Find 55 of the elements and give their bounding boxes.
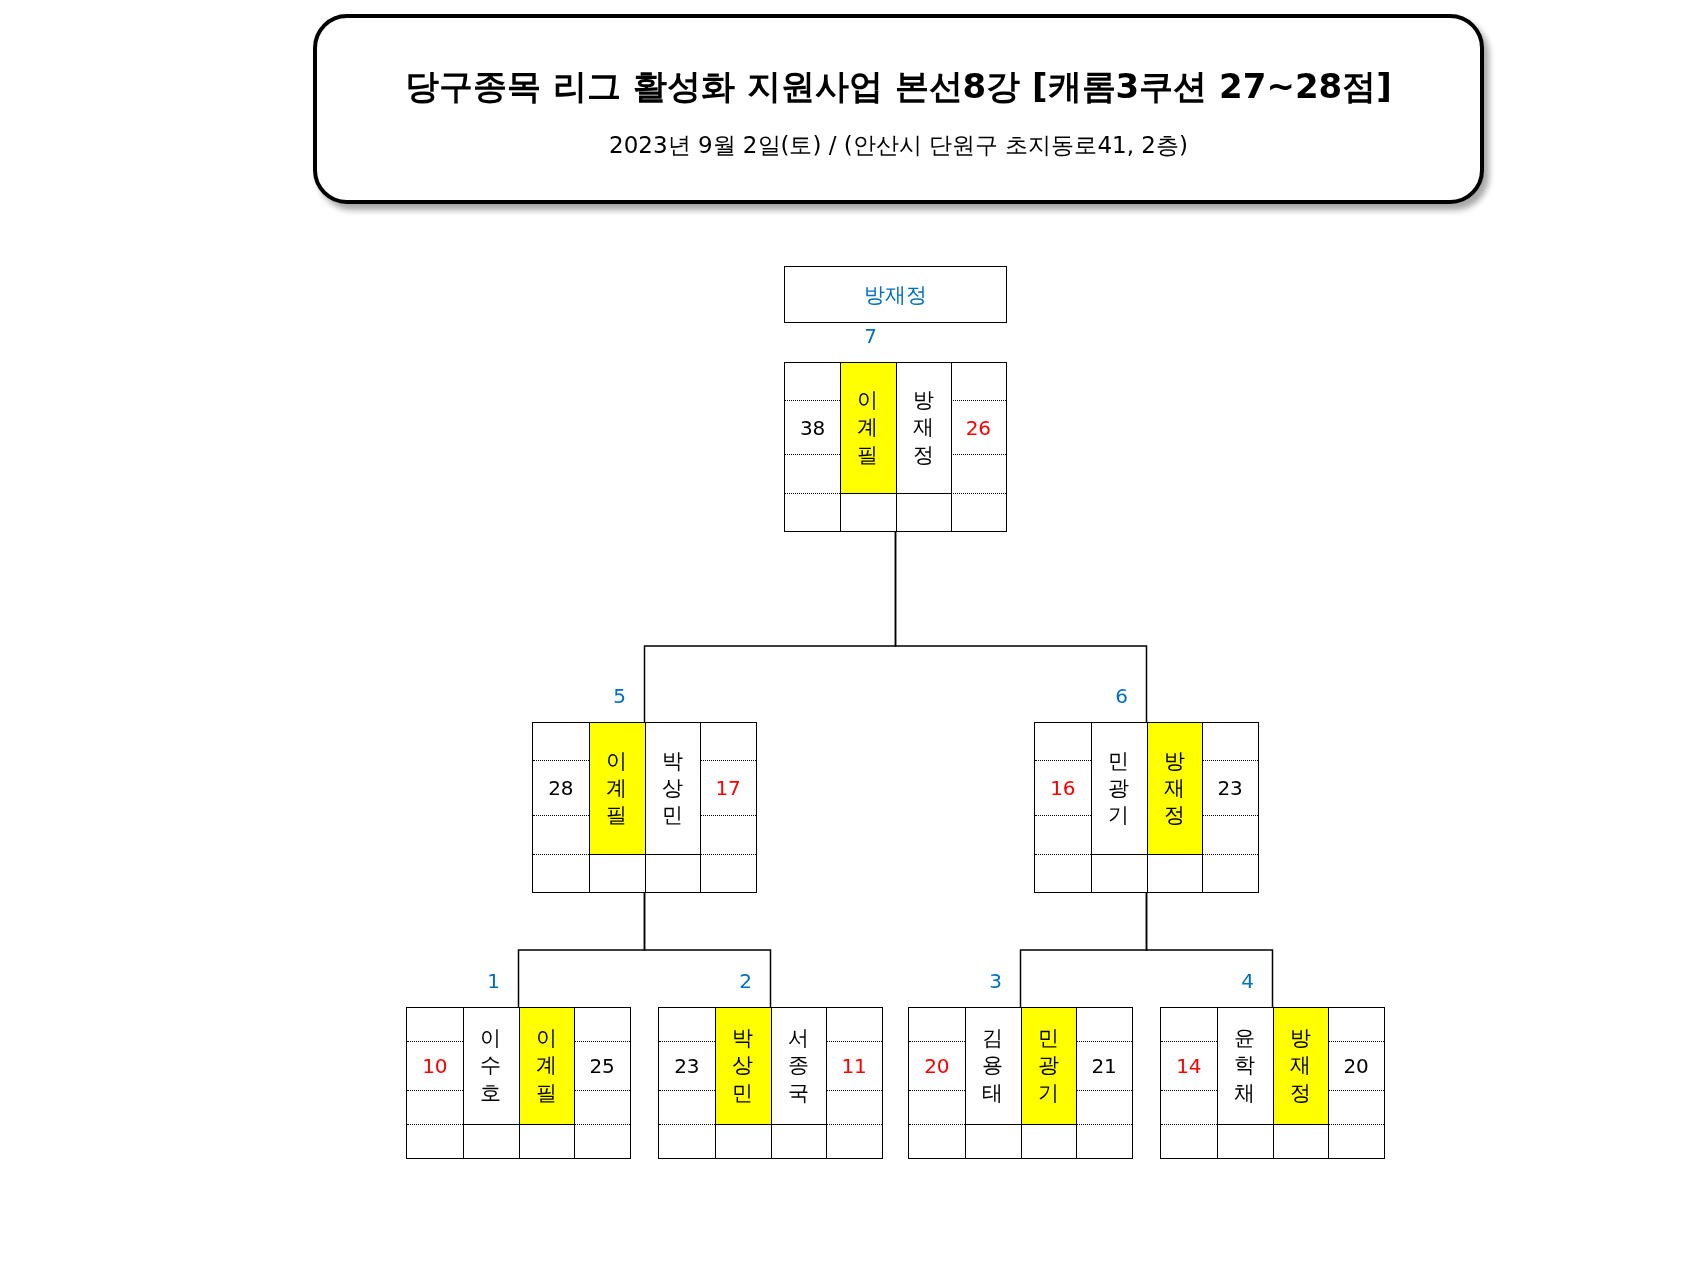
- player-name: 방재정: [912, 387, 934, 469]
- score: 20: [909, 1041, 965, 1091]
- score: 26: [950, 399, 1006, 456]
- subtitle: 2023년 9월 2일(토) / (안산시 단원구 초지동로41, 2층): [608, 131, 1189, 160]
- player-name: 서종국: [787, 1025, 809, 1107]
- player-name: 민광기: [1108, 747, 1130, 830]
- winner-cell: [518, 1008, 575, 1125]
- player-name: 윤학채: [1234, 1025, 1256, 1107]
- champion-box: 방재정: [784, 266, 1007, 323]
- match-number: 5: [613, 684, 626, 708]
- match-table: [532, 722, 757, 893]
- score: 16: [1035, 760, 1091, 816]
- bracket-line: [894, 531, 1148, 723]
- player-name: 박상민: [732, 1025, 754, 1107]
- match-table: [658, 1007, 883, 1159]
- score: 28: [533, 760, 589, 816]
- match-number: 3: [989, 969, 1002, 993]
- winner-cell: [840, 363, 896, 494]
- match-number: 6: [1115, 684, 1128, 708]
- winner-cell: [1146, 723, 1203, 854]
- score: 23: [1202, 760, 1258, 816]
- match-table: [1034, 722, 1259, 893]
- winner-cell: [1020, 1008, 1077, 1125]
- player-name: 이계필: [857, 387, 879, 469]
- score: 11: [826, 1041, 882, 1091]
- player-name: 박상민: [661, 747, 683, 830]
- score: 14: [1161, 1041, 1217, 1091]
- match-table: [784, 362, 1007, 532]
- score: 21: [1076, 1041, 1132, 1091]
- bracket-line: [1145, 892, 1274, 1008]
- score: 10: [407, 1041, 463, 1091]
- winner-cell: [588, 723, 645, 854]
- winner-cell: [714, 1008, 771, 1125]
- winner-cell: [1272, 1008, 1329, 1125]
- match-number: 7: [864, 324, 877, 348]
- bracket-line: [643, 892, 772, 1008]
- match-number: 2: [739, 969, 752, 993]
- match-table: [908, 1007, 1133, 1159]
- player-name: 방재정: [1163, 747, 1185, 830]
- score: 17: [700, 760, 756, 816]
- score: 25: [574, 1041, 630, 1091]
- player-name: 김용태: [982, 1025, 1004, 1107]
- player-name: 민광기: [1037, 1025, 1059, 1107]
- player-name: 방재정: [1289, 1025, 1311, 1107]
- score: 38: [785, 399, 841, 456]
- score: 20: [1328, 1041, 1384, 1091]
- player-name: 이수호: [480, 1025, 502, 1107]
- match-number: 1: [487, 969, 500, 993]
- match-number: 4: [1241, 969, 1254, 993]
- player-name: 이계필: [606, 747, 628, 830]
- title: 당구종목 리그 활성화 지원사업 본선8강 [캐롬3쿠션 27~28점]: [404, 65, 1393, 108]
- player-name: 이계필: [535, 1025, 557, 1107]
- score: 23: [659, 1041, 715, 1091]
- match-table: [1160, 1007, 1385, 1159]
- match-table: [406, 1007, 631, 1159]
